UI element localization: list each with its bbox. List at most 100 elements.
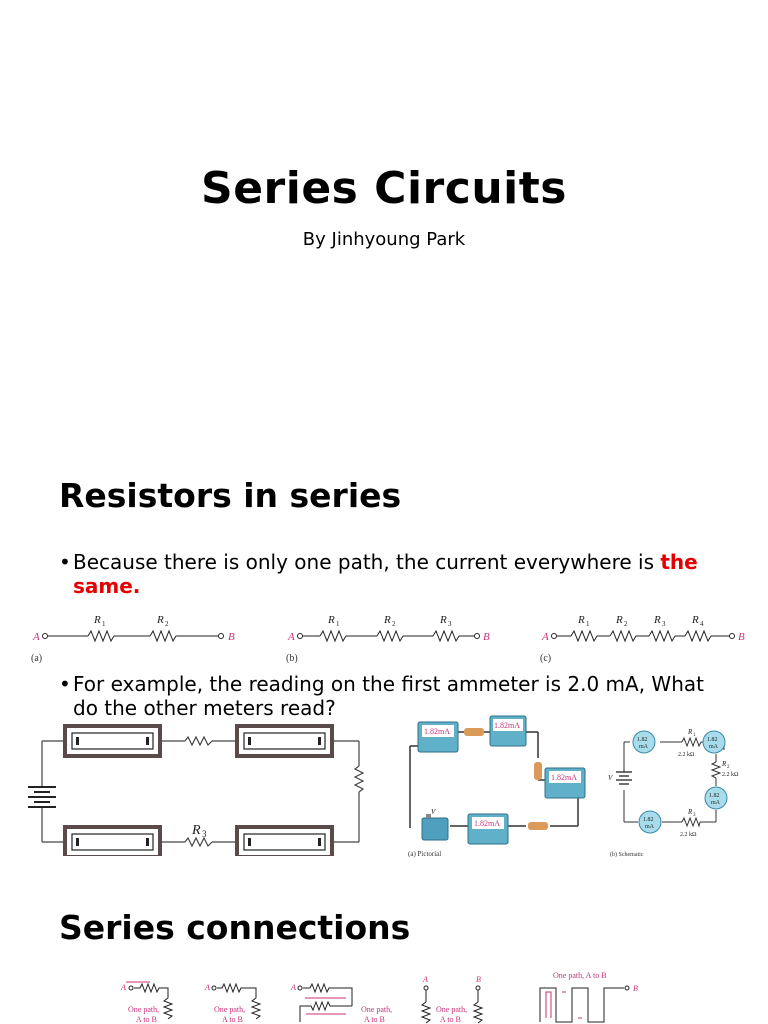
battery-icon: V xyxy=(421,808,449,841)
slide-heading: Series connections xyxy=(59,908,411,947)
path-ab: A to B xyxy=(222,1015,243,1024)
diagram-b: A B R 1 R 2 R 3 (b) xyxy=(286,614,490,664)
node-a-label: A xyxy=(422,975,428,984)
caption: (b) Schematic xyxy=(610,851,644,858)
caption: (a) Pictorial xyxy=(408,850,441,858)
resistor-sub: 1 xyxy=(336,620,340,628)
meter-reading: 1.82mA xyxy=(551,773,577,782)
node-b-label: B xyxy=(633,984,638,993)
diagram-c: A B R 1 R 2 R 3 R 4 (c) xyxy=(540,614,745,664)
schematic-meter: 1.82 mA xyxy=(632,730,656,754)
r2-label: R xyxy=(721,760,727,768)
slide-subtitle: By Jinhyoung Park xyxy=(302,229,466,250)
meter-unit: mA xyxy=(709,744,719,750)
resistors-in-series-slide: Resistors in series • Because there is o… xyxy=(0,440,768,900)
node-a-label: A xyxy=(541,631,549,643)
meter-reading: 1.82mA xyxy=(474,819,500,828)
ammeter-1 xyxy=(63,724,162,758)
r2-value: 2.2 kΩ xyxy=(722,772,739,778)
resistor-label: R xyxy=(691,614,699,626)
meter-reading: 1.82mA xyxy=(494,721,520,730)
caption: (b) xyxy=(286,653,298,664)
schematic-meter: 1.82 mA xyxy=(638,810,662,834)
meter-unit: mA xyxy=(639,744,649,750)
meter-reading: 1.82mA xyxy=(424,727,450,736)
r3-label: R xyxy=(687,808,693,816)
node-b-label: B xyxy=(228,631,235,643)
title-slide: Series Circuits By Jinhyoung Park xyxy=(0,0,768,440)
panel-d: A B One path, A to B xyxy=(420,975,484,1024)
resistor-sub: 3 xyxy=(448,620,452,628)
caption: (a) xyxy=(31,653,42,664)
resistor-label: R xyxy=(653,614,661,626)
ammeter-4 xyxy=(235,825,334,856)
caption: (c) xyxy=(540,653,551,664)
source-label: V xyxy=(431,808,436,816)
path-title: One path, A to B xyxy=(553,971,607,980)
node-b-label: B xyxy=(738,631,745,643)
panel-a: A One path, A to B xyxy=(120,981,174,1024)
series-resistor-diagrams: A B R 1 R 2 (a) A B xyxy=(31,614,745,664)
r2-sub: 2 xyxy=(727,765,730,770)
meter-value: 1.82 xyxy=(709,793,720,799)
resistor-sub: 2 xyxy=(165,620,169,628)
battery-icon xyxy=(616,771,632,785)
node-a-label: A xyxy=(290,983,296,992)
slide-title: Series Circuits xyxy=(201,163,567,214)
r1-sub: 1 xyxy=(693,733,696,738)
meter-2: 1.82mA xyxy=(489,715,527,747)
resistor-sub: 2 xyxy=(624,620,628,628)
resistor-label: R xyxy=(156,614,164,626)
path-ab: A to B xyxy=(136,1015,157,1024)
resistor-sub: 1 xyxy=(102,620,106,628)
bullet-text: Because there is only one path, the curr… xyxy=(73,550,661,574)
meter-4: 1.82mA xyxy=(467,813,509,845)
series-connections-slide: Series connections A One path, A to B A … xyxy=(0,900,768,1024)
path-ab: A to B xyxy=(440,1015,461,1024)
resistor-label: R xyxy=(383,614,391,626)
meter-value: 1.82 xyxy=(643,817,654,823)
resistor-sub: 3 xyxy=(662,620,666,628)
r1-value: 2.2 kΩ xyxy=(678,752,695,758)
path-label: One path, xyxy=(214,1005,245,1014)
ammeter-3 xyxy=(63,825,162,856)
resistor-label: R xyxy=(191,823,201,838)
bullet-dot: • xyxy=(59,672,71,696)
pictorial-circuit: 1.82mA 1.82mA 1.82mA 1.82mA V (a) Pictor… xyxy=(408,715,586,858)
schematic-meter: 1.82 mA xyxy=(702,730,726,754)
resistor-sub: 2 xyxy=(392,620,396,628)
path-label: One path, xyxy=(436,1005,467,1014)
schematic-meter: 1.82 mA xyxy=(704,786,728,810)
resistor-label: R xyxy=(93,614,101,626)
r3-value: 2.2 kΩ xyxy=(680,832,697,838)
node-b-label: B xyxy=(483,631,490,643)
path-ab: A to B xyxy=(364,1015,385,1024)
r3-sub: 3 xyxy=(693,813,696,818)
highlight-text: the same. xyxy=(73,550,698,598)
bullet-text: For example, the reading on the first am… xyxy=(73,672,704,720)
panel-c: A One path, A to B xyxy=(290,982,392,1024)
resistor-label: R xyxy=(615,614,623,626)
bullet-dot: • xyxy=(59,550,71,574)
slide-heading: Resistors in series xyxy=(59,476,402,515)
node-a-label: A xyxy=(287,631,295,643)
path-label: One path, xyxy=(128,1005,159,1014)
resistor-label: R xyxy=(327,614,335,626)
meter-value: 1.82 xyxy=(637,737,648,743)
meter-value: 1.82 xyxy=(707,737,718,743)
resistor-sub: 1 xyxy=(586,620,590,628)
meter-3: 1.82mA xyxy=(544,767,586,799)
r1-label: R xyxy=(687,728,693,736)
node-a-label: A xyxy=(204,983,210,992)
node-b-label: B xyxy=(476,975,481,984)
series-connection-diagrams: A One path, A to B A One path, A to B A … xyxy=(120,971,638,1024)
meter-unit: mA xyxy=(645,824,655,830)
resistor-sub: 4 xyxy=(700,620,704,628)
source-label: V xyxy=(608,774,613,782)
resistor-label: R xyxy=(439,614,447,626)
path-label: One path, xyxy=(361,1005,392,1014)
node-a-label: A xyxy=(32,631,40,643)
battery-icon xyxy=(28,786,56,808)
meter-unit: mA xyxy=(711,800,721,806)
pictorial-resistor xyxy=(464,728,548,830)
